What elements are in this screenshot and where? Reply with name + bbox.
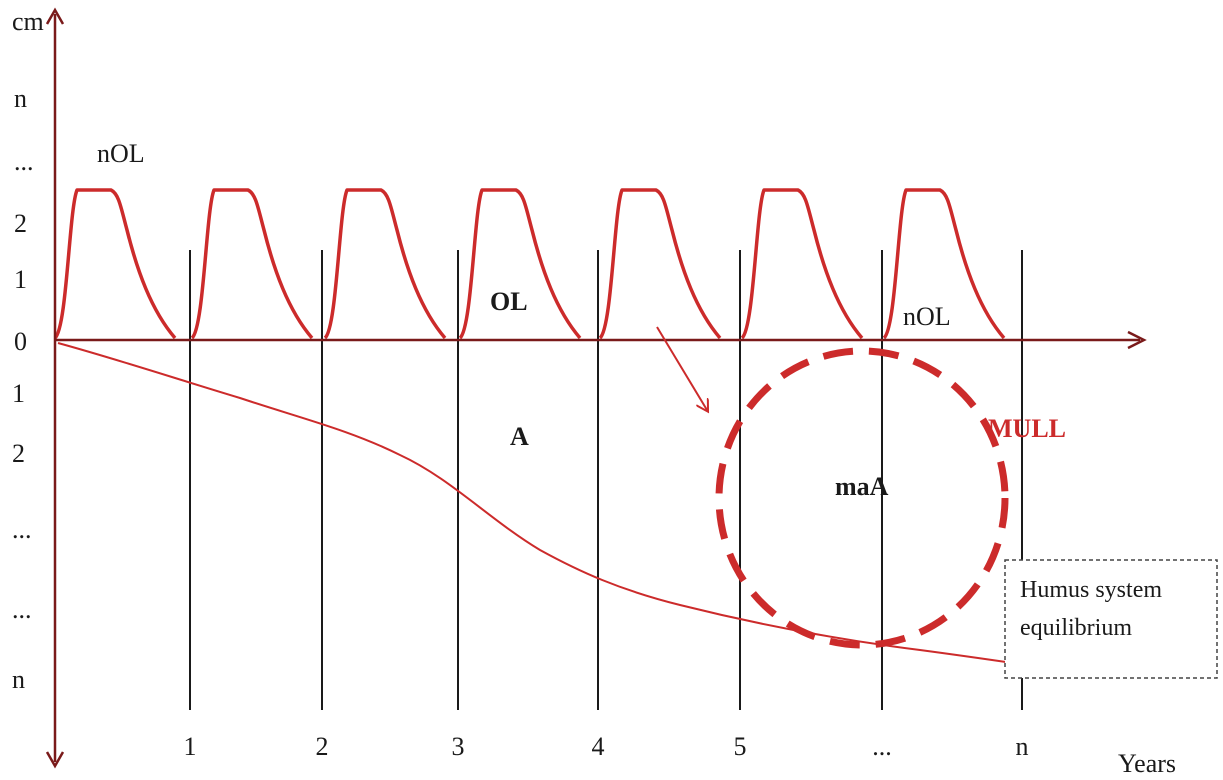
mull-label: MULL: [988, 414, 1066, 443]
y-axis-label: cm: [12, 7, 44, 36]
y-axis-arrow-top: [45, 7, 65, 25]
equilibrium-box: [1004, 559, 1218, 679]
y-axis-arrow-bottom: [45, 751, 65, 769]
y-tick-label-below: ...: [12, 595, 32, 624]
y-tick-label-above: ...: [14, 147, 34, 176]
litter-pulse-3: [323, 188, 447, 340]
x-tick-label: 3: [452, 732, 465, 761]
x-axis-arrow: [1127, 330, 1147, 350]
equilibrium-label-line2: equilibrium: [1020, 615, 1132, 641]
mull-dashed-circle: [715, 347, 1009, 649]
y-tick-labels: n... 2 1 1 2...... n: [12, 84, 34, 694]
x-tick-labels: 1 2 3 4 5... n: [184, 732, 1029, 761]
incorporation-arrow: [656, 326, 707, 410]
litter-pulse-6: [740, 188, 864, 340]
y-tick-label-below: 1: [12, 379, 25, 408]
zero-label: 0: [14, 327, 27, 356]
y-tick-label-above: n: [14, 84, 27, 113]
ol-label: OL: [490, 287, 528, 316]
litter-pulse-7: [882, 188, 1006, 340]
x-axis-label: Years: [1118, 749, 1176, 778]
litter-pulse-4: [458, 188, 582, 340]
year-gridlines: [189, 250, 1023, 710]
x-tick-label: ...: [872, 732, 892, 761]
y-tick-label-above: 1: [14, 265, 27, 294]
maa-label: maA: [835, 472, 889, 501]
litter-pulse-2: [190, 188, 314, 340]
nol-label-left: nOL: [97, 139, 145, 168]
y-tick-label-below: ...: [12, 515, 32, 544]
litter-pulse-1: [53, 188, 177, 340]
x-tick-label: 4: [592, 732, 605, 761]
a-horizon-label: A: [510, 422, 529, 451]
x-tick-label: 5: [734, 732, 747, 761]
y-tick-label-above: 2: [14, 209, 27, 238]
x-tick-label: 2: [316, 732, 329, 761]
y-tick-label-below: n: [12, 665, 25, 694]
equilibrium-label-line1: Humus system: [1020, 577, 1162, 603]
x-tick-label: n: [1016, 732, 1029, 761]
humus-depth-curve: [57, 342, 1061, 671]
litter-pulses: [53, 188, 1006, 340]
litter-pulse-5: [598, 188, 722, 340]
x-tick-label: 1: [184, 732, 197, 761]
nol-label-right: nOL: [903, 302, 951, 331]
y-tick-label-below: 2: [12, 439, 25, 468]
